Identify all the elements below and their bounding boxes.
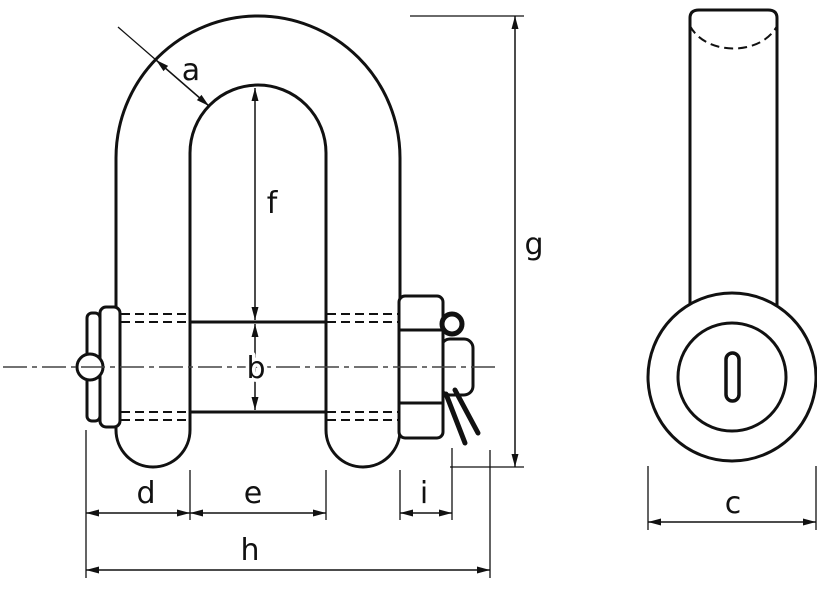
dim-label-c: c [725,486,742,521]
dim-label-f: f [267,186,279,221]
shackle-bow-outline [114,14,402,469]
dim-label-e: e [244,476,262,511]
dimension-e: e [190,470,327,520]
dimensions-front: a f b g d e [85,15,547,578]
side-view: c [646,8,817,530]
cotter-pin-leg-1 [443,391,468,446]
cotter-pin-leg-2 [452,387,481,436]
cotter-pin-ring [439,311,465,337]
dimension-i: i [399,448,453,520]
dim-label-g: g [524,227,543,262]
dimension-a-line [155,59,210,107]
pin-end-slot [724,351,741,403]
dimension-g: g [410,15,547,468]
shank-outline [688,8,779,305]
dim-label-a: a [182,53,200,88]
dimension-a-leader [117,26,157,61]
front-view [3,14,497,469]
dim-label-b: b [246,351,265,386]
dimension-d: d [85,430,191,578]
pin-body [190,320,326,414]
dim-label-i: i [420,476,428,511]
dimension-a: a [117,26,210,107]
dimension-c: c [647,466,817,530]
dimension-h: h [86,450,491,578]
dim-label-h: h [240,533,259,568]
pin-hidden-lines [121,313,398,421]
dimension-b: b [243,324,269,410]
dimension-f: f [251,88,282,320]
dim-label-d: d [136,476,155,511]
hidden-bow-curve [689,25,778,50]
